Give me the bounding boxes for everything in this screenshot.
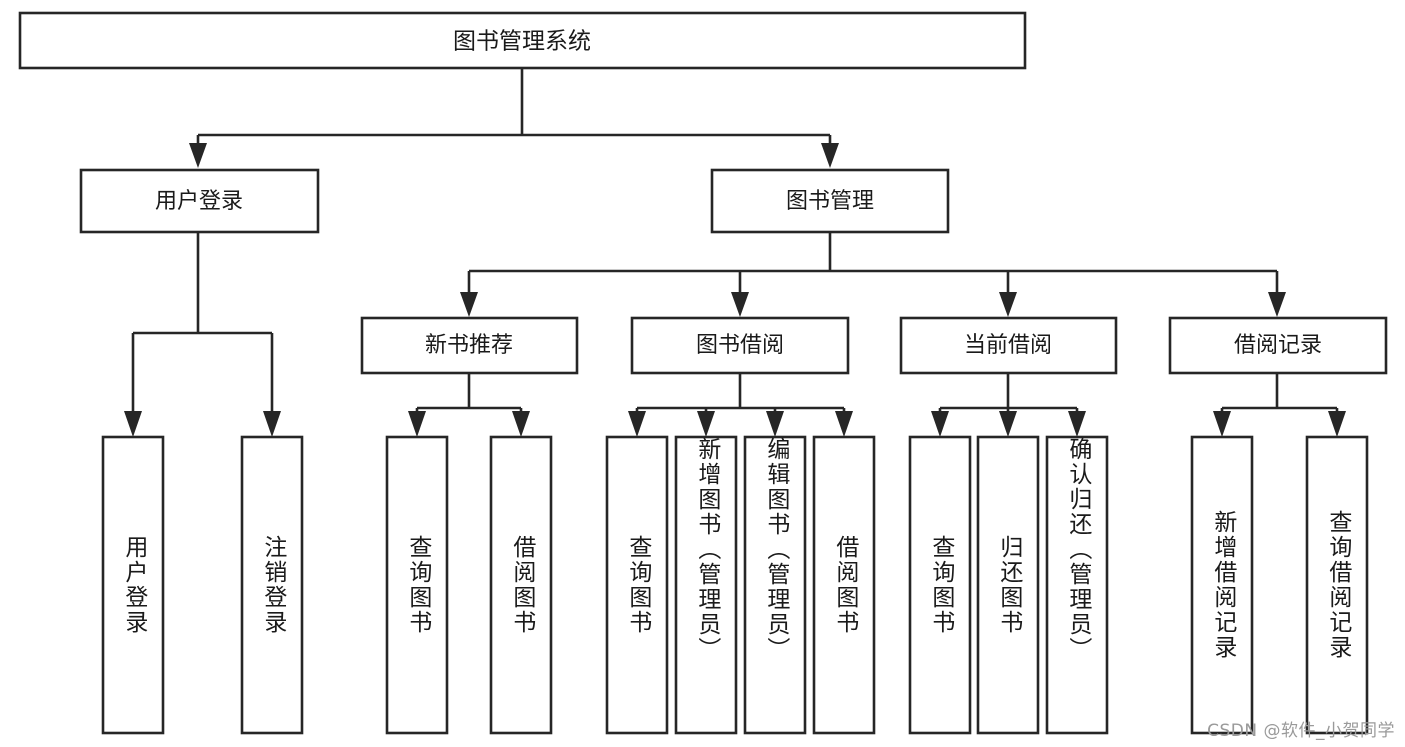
node-root[interactable]: 图书管理系统: [18, 11, 1027, 70]
arrow-book-to-current-icon: [999, 292, 1017, 317]
leaf-box-book-borrow-0[interactable]: [605, 435, 669, 735]
leaf-box-borrow-record-0[interactable]: [1190, 435, 1254, 735]
node-user-login-label: 用户登录: [155, 189, 243, 214]
arrow-user-leaf1-icon: [124, 411, 142, 437]
node-root-label: 图书管理系统: [453, 29, 591, 55]
connector-group-book-manage: [460, 232, 1286, 317]
node-book-borrow-box[interactable]: [630, 316, 850, 375]
arrow-borrow-leaf2-icon: [697, 411, 715, 437]
node-user-login[interactable]: 用户登录: [79, 168, 320, 234]
node-current-borrow-box[interactable]: [899, 316, 1118, 375]
leaf-box-current-borrow-1[interactable]: [976, 435, 1040, 735]
arrow-borrow-leaf3-icon: [766, 411, 784, 437]
arrow-rec-leaf1-icon: [408, 411, 426, 437]
leaf-box-new-book-rec-0[interactable]: [385, 435, 449, 735]
leaf-box-current-borrow-2[interactable]: [1045, 435, 1109, 735]
node-book-manage-box[interactable]: [710, 168, 950, 234]
leaf-box-book-borrow-2[interactable]: [743, 435, 807, 735]
node-user-login-box[interactable]: [79, 168, 320, 234]
node-new-book-rec-label: 新书推荐: [425, 333, 513, 358]
connector-group-new-book-rec: [408, 373, 530, 437]
leaf-box-book-borrow-1[interactable]: [674, 435, 738, 735]
arrow-current-leaf3-icon: [1068, 411, 1086, 437]
leaf-box-book-borrow-3[interactable]: [812, 435, 876, 735]
connector-group-root: [189, 68, 839, 168]
arrow-record-leaf2-icon: [1328, 411, 1346, 437]
leaf-box-new-book-rec-1[interactable]: [489, 435, 553, 735]
node-borrow-record-box[interactable]: [1168, 316, 1388, 375]
arrow-user-leaf2-icon: [263, 411, 281, 437]
arrow-rec-leaf2-icon: [512, 411, 530, 437]
node-book-borrow[interactable]: 图书借阅: [630, 316, 850, 375]
connector-group-user-login: [124, 232, 281, 437]
node-borrow-record[interactable]: 借阅记录: [1168, 316, 1388, 375]
leaf-boxes-group: [101, 435, 1369, 735]
node-book-manage-label: 图书管理: [786, 189, 874, 214]
arrow-book-to-rec-icon: [460, 292, 478, 317]
connector-group-book-borrow: [628, 373, 853, 437]
node-borrow-record-label: 借阅记录: [1234, 333, 1322, 358]
leaf-box-user-login-0[interactable]: [101, 435, 165, 735]
arrow-borrow-leaf1-icon: [628, 411, 646, 437]
node-book-borrow-label: 图书借阅: [696, 333, 784, 358]
node-root-box[interactable]: [18, 11, 1027, 70]
watermark-text: CSDN @软件_小贺同学: [1207, 721, 1395, 741]
arrow-borrow-leaf4-icon: [835, 411, 853, 437]
arrow-book-to-borrow-icon: [731, 292, 749, 317]
arrow-current-leaf1-icon: [931, 411, 949, 437]
connector-group-borrow-record: [1213, 373, 1346, 437]
leaf-box-current-borrow-0[interactable]: [908, 435, 972, 735]
leaf-box-user-login-1[interactable]: [240, 435, 304, 735]
arrow-book-to-record-icon: [1268, 292, 1286, 317]
leaf-box-borrow-record-1[interactable]: [1305, 435, 1369, 735]
node-new-book-rec[interactable]: 新书推荐: [360, 316, 579, 375]
arrow-current-leaf2-icon: [999, 411, 1017, 437]
node-book-manage[interactable]: 图书管理: [710, 168, 950, 234]
connector-group-current-borrow: [931, 373, 1086, 437]
node-new-book-rec-box[interactable]: [360, 316, 579, 375]
arrow-root-to-book-icon: [821, 143, 839, 168]
arrow-record-leaf1-icon: [1213, 411, 1231, 437]
node-current-borrow-label: 当前借阅: [964, 333, 1052, 358]
arrow-root-to-user-icon: [189, 143, 207, 168]
node-current-borrow[interactable]: 当前借阅: [899, 316, 1118, 375]
